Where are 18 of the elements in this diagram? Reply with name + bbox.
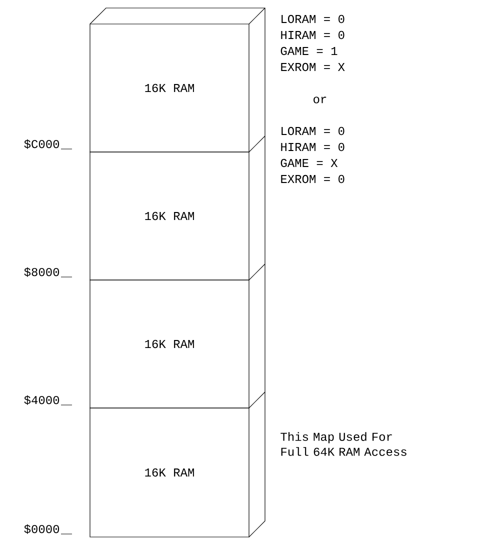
switch-setting: HIRAM = 0 — [281, 142, 344, 152]
memory-block: 16K RAM — [90, 24, 250, 152]
switch-setting: HIRAM = 0 — [281, 30, 344, 40]
switch-setting: EXROM = X — [281, 62, 345, 72]
address-label: $C000 — [24, 139, 60, 149]
memory-block: 16K RAM — [90, 408, 250, 538]
address-label: $4000 — [24, 395, 60, 405]
switch-setting: GAME = X — [280, 158, 338, 168]
note: This Map Used For Full 64K RAM Access — [280, 432, 406, 456]
switch-setting: LORAM = 0 — [282, 126, 344, 136]
memory-block: 16K RAM — [90, 280, 250, 408]
switch-setting: GAME = 1 — [280, 46, 338, 56]
address-label: $8000 — [24, 267, 60, 277]
address-label: $0000 — [24, 524, 60, 534]
label: or — [314, 96, 326, 104]
memory-block: 16K RAM — [90, 152, 250, 280]
switch-setting: LORAM = 0 — [282, 14, 344, 24]
switch-setting: EXROM = 0 — [281, 174, 344, 184]
